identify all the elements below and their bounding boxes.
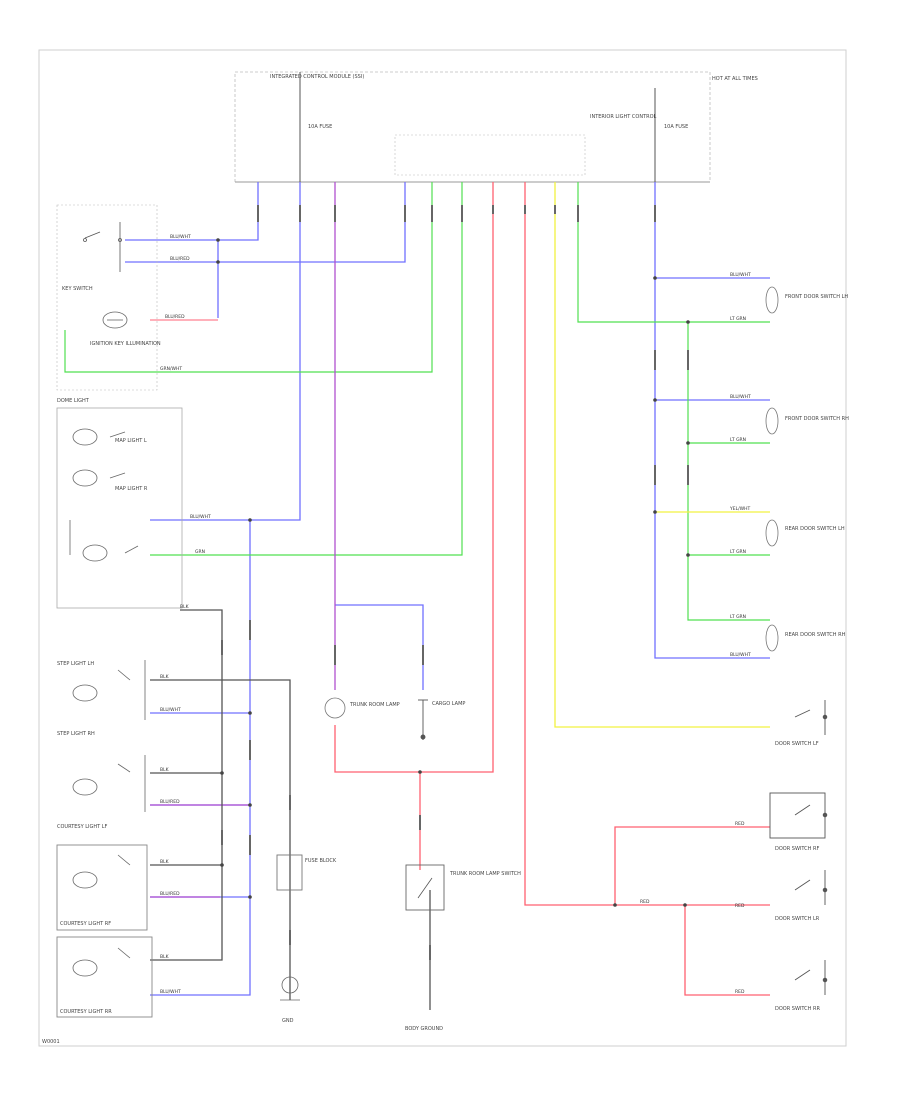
- map-light-l-label: MAP LIGHT L: [115, 438, 147, 444]
- dome-light-group: [56, 407, 183, 609]
- courtesy-rf-label: COURTESY LIGHT RF: [60, 921, 111, 927]
- key-switch-group: [56, 204, 158, 391]
- ignition-label: IGNITION KEY ILLUMINATION: [90, 341, 161, 347]
- ignition-lamp: [102, 311, 128, 329]
- control-module-box: [234, 71, 711, 183]
- door-switches: [769, 700, 828, 995]
- wire-label-27: RED: [735, 989, 745, 995]
- courtesy-rf-box: [56, 844, 148, 931]
- wire-label-7: BLK: [180, 604, 190, 610]
- wire-label-23: BLU/WHT: [730, 652, 751, 658]
- rear-r-label: REAR DOOR SWITCH RH: [785, 632, 846, 638]
- wire-label-20: YEL/WHT: [729, 506, 750, 512]
- map-light-r-label: MAP LIGHT R: [115, 486, 148, 492]
- wire-label-19: LT GRN: [730, 437, 746, 443]
- wire-label-26: RED: [735, 903, 745, 909]
- cargo-lamp-switch: [418, 699, 428, 740]
- rear-l-label: REAR DOOR SWITCH LH: [785, 526, 845, 532]
- yellow-wire: [554, 182, 770, 728]
- courtesy-rr-lamp: [72, 947, 131, 977]
- wire-label-14: BLK: [160, 954, 170, 960]
- wire-label-18: BLU/WHT: [730, 394, 751, 400]
- door-sw-rr-label: DOOR SWITCH RR: [775, 1006, 820, 1012]
- courtesy-rr-box: [56, 936, 153, 1018]
- wire-label-11: BLU/RED: [160, 799, 180, 805]
- key-switch: [83, 222, 122, 272]
- fuse-symbol: [280, 976, 300, 1001]
- step-light-l: [72, 660, 146, 720]
- right-door-lamps: [765, 286, 779, 652]
- power-label: HOT AT ALL TIMES: [712, 76, 758, 82]
- courtesy-lf-label: COURTESY LIGHT LF: [57, 824, 108, 830]
- wire-label-25: RED: [640, 899, 650, 905]
- step-l-label: STEP LIGHT LH: [57, 661, 94, 667]
- trunk-lamp-switch: [405, 864, 445, 911]
- wire-label-5: BLU/WHT: [190, 514, 211, 520]
- diagram-ref: W0001: [42, 1039, 60, 1045]
- dome-light-bulbs: [69, 428, 139, 562]
- key-switch-label: KEY SWITCH: [62, 286, 93, 292]
- wire-label-6: GRN: [195, 549, 205, 555]
- wire-label-8: BLK: [160, 674, 170, 680]
- junction-dots: [216, 238, 690, 907]
- wire-label-2: BLU/RED: [170, 256, 190, 262]
- fuse-block-relay: [276, 854, 303, 891]
- module-label: INTEGRATED CONTROL MODULE (SSI): [270, 74, 364, 80]
- fuse-block-label: FUSE BLOCK: [305, 858, 337, 864]
- wire-label-1: BLU/WHT: [170, 234, 191, 240]
- wire-label-9: BLU/WHT: [160, 707, 181, 713]
- wire-ticks: [221, 205, 689, 960]
- wire-label-17: LT GRN: [730, 316, 746, 322]
- wire-label-3: BLU/RED: [165, 314, 185, 320]
- fuse-label: 10A FUSE: [308, 124, 332, 130]
- wire-label-24: RED: [735, 821, 745, 827]
- wire-label-13: BLU/RED: [160, 891, 180, 897]
- courtesy-rf-lamp: [72, 854, 131, 889]
- ground-left-label: GND: [282, 1018, 294, 1024]
- wire-label-22: LT GRN: [730, 614, 746, 620]
- step-r-label: STEP LIGHT RH: [57, 731, 95, 737]
- center-label: INTERIOR LIGHT CONTROL: [590, 114, 657, 120]
- wire-label-4: GRN/WHT: [160, 366, 182, 372]
- wire-label-10: BLK: [160, 767, 170, 773]
- trunk-room-lamp: [324, 697, 346, 719]
- door-sw-lf-label: DOOR SWITCH LF: [775, 741, 819, 747]
- wire-label-12: BLK: [160, 859, 170, 865]
- trunk-switch-label: TRUNK ROOM LAMP SWITCH: [449, 871, 521, 877]
- wire-label-15: BLU/WHT: [160, 989, 181, 995]
- diagram-frame: [38, 49, 847, 1047]
- step-light-r: [72, 755, 146, 812]
- courtesy-rr-label: COURTESY LIGHT RR: [60, 1009, 112, 1015]
- red-wires: [150, 182, 770, 996]
- trunk-lamp-label: TRUNK ROOM LAMP: [349, 702, 400, 708]
- front-l-label: FRONT DOOR SWITCH LH: [785, 294, 848, 300]
- body-ground-label: BODY GROUND: [405, 1026, 443, 1032]
- front-r-label: FRONT DOOR SWITCH RH: [785, 416, 849, 422]
- fuse-label-right: 10A FUSE: [664, 124, 688, 130]
- wire-label-16: BLU/WHT: [730, 272, 751, 278]
- wire-label-21: LT GRN: [730, 549, 746, 555]
- trunk-switch-contact: [417, 877, 433, 899]
- green-wires: [64, 182, 770, 621]
- dome-group-label: DOME LIGHT: [57, 398, 90, 404]
- cargo-lamp-label: CARGO LAMP: [432, 701, 465, 707]
- door-sw-rf-label: DOOR SWITCH RF: [775, 846, 819, 852]
- internal-terminal-box: [394, 134, 586, 176]
- door-sw-lr-label: DOOR SWITCH LR: [775, 916, 820, 922]
